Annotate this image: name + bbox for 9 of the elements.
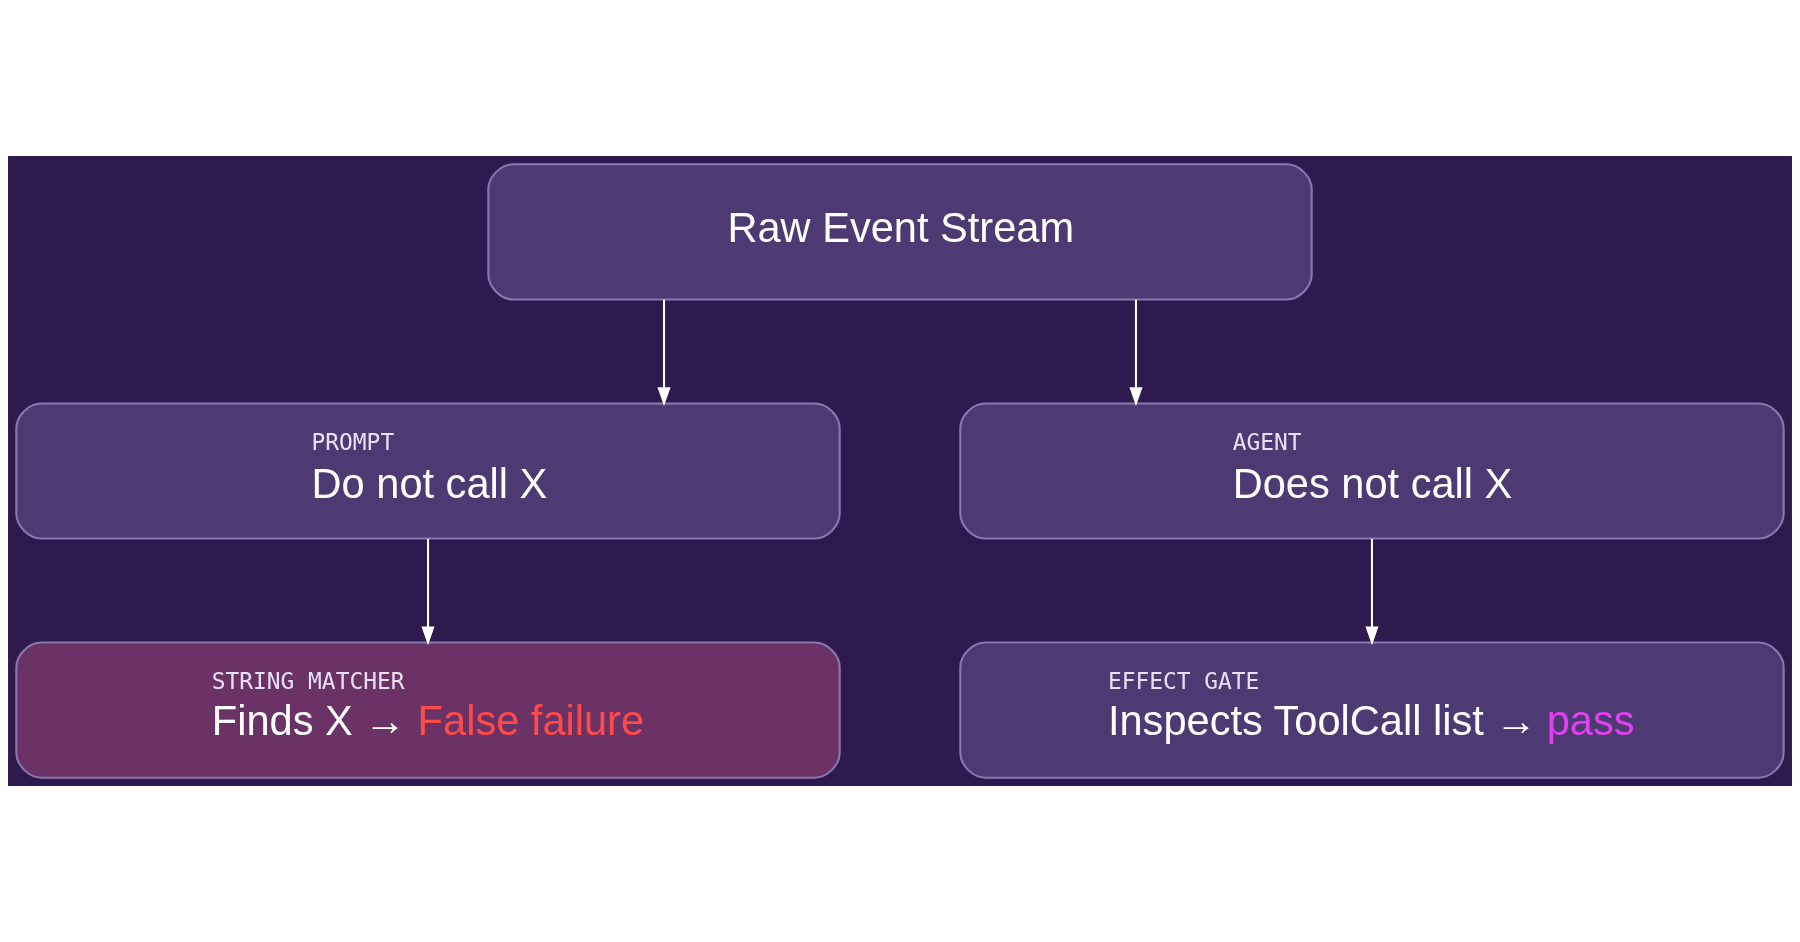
arrow [657,299,671,407]
node-box: STRING MATCHER Finds X → False failure [15,641,841,779]
node-box: EFFECT GATE Inspects ToolCall list → pass [959,641,1785,779]
arrow [1365,538,1379,646]
node-box: Raw Event Stream [487,163,1313,301]
arrow [1129,299,1143,407]
node-box: PROMPT Do not call X [15,402,841,540]
node-box: AGENT Does not call X [959,402,1785,540]
arrow [421,538,435,646]
